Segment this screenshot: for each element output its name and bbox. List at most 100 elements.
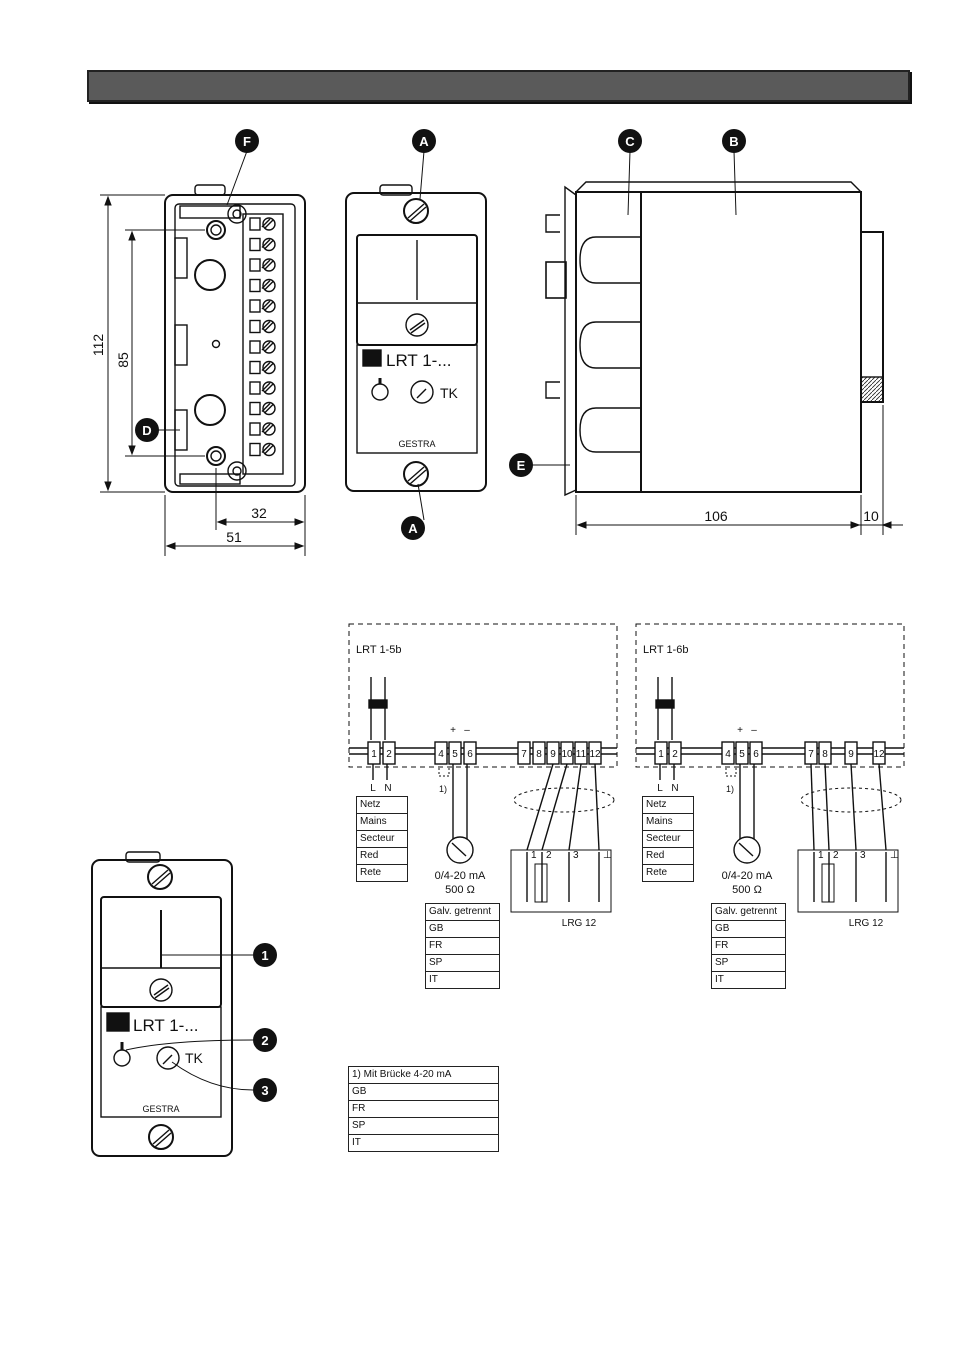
terminal-screw: [262, 422, 276, 436]
mains-table-left: Netz Mains Secteur Red Rete: [356, 796, 408, 882]
meter-label: 0/4-20 mA: [722, 870, 773, 882]
terminal-block: [434, 741, 448, 765]
power-label-n: N: [671, 783, 678, 794]
screw-slot: [264, 281, 274, 290]
meter-resistance: 500 Ω: [732, 884, 762, 896]
svg-text:E: E: [517, 458, 526, 473]
table-cell: Netz: [356, 796, 408, 814]
table-cell: Mains: [642, 813, 694, 831]
terminal-clamp: [249, 319, 261, 334]
screw-slot: [261, 362, 271, 371]
signal-wire: [878, 763, 887, 851]
dial-label: TK: [440, 385, 459, 401]
terminal-number: 4: [438, 749, 444, 760]
table-cell: Rete: [356, 864, 408, 882]
table-cell: FR: [348, 1100, 499, 1118]
terminal-block: [668, 741, 682, 765]
probe-name: LRG 12: [849, 918, 884, 929]
screw-slot: [261, 321, 271, 330]
front-view-numbered: [91, 851, 254, 1157]
table-cell: Secteur: [642, 830, 694, 848]
screw-slot: [261, 341, 271, 351]
svg-text:2: 2: [261, 1033, 268, 1048]
meter-label: 0/4-20 mA: [435, 870, 486, 882]
callout-E: E: [509, 453, 533, 477]
terminal-number: 12: [589, 749, 601, 760]
meter-needle: [451, 842, 467, 857]
probe-pin: 3: [573, 850, 579, 861]
terminal-screw: [262, 217, 276, 231]
signal-wire: [850, 763, 857, 851]
terminal-clamp: [249, 299, 261, 313]
dimension-lines-side: [575, 405, 903, 535]
terminal-screw: [262, 401, 276, 416]
dim-51: 51: [226, 529, 242, 545]
terminal-screw: [262, 381, 276, 395]
device-outline: [348, 623, 618, 768]
screw-slot: [264, 322, 274, 331]
terminal-screw: [262, 340, 276, 354]
table-cell: Netz: [642, 796, 694, 814]
dim-10: 10: [863, 508, 879, 524]
probe-pin: 1: [531, 850, 537, 861]
galv-table-right: Galv. getrennt GB FR SP IT: [711, 903, 786, 989]
probe-pin: 2: [546, 850, 552, 861]
terminal-number: 8: [536, 749, 542, 760]
ptc-sensor: [821, 863, 835, 903]
table-cell: IT: [711, 971, 786, 989]
screw-slot: [264, 383, 274, 393]
svg-text:A: A: [408, 521, 418, 536]
terminal-number: 6: [753, 749, 759, 760]
polarity-plus: +: [737, 725, 743, 736]
terminal-number: 9: [848, 749, 854, 760]
terminal-screw: [262, 278, 276, 293]
model-label: LRT 1-...: [386, 351, 452, 370]
terminal-number: 1: [658, 749, 664, 760]
screw-slot: [261, 259, 271, 269]
table-cell: GB: [711, 920, 786, 938]
callout-3: 3: [253, 1078, 277, 1102]
terminal-block: [532, 741, 546, 765]
dim-106: 106: [704, 508, 728, 524]
screw-slot: [261, 280, 271, 289]
section-header-bar: [87, 70, 910, 102]
terminal-clamp: [249, 340, 261, 354]
terminal-block: [654, 741, 668, 765]
terminal-number: 10: [561, 749, 573, 760]
terminal-number: 12: [873, 749, 885, 760]
polarity-minus: –: [464, 725, 470, 736]
terminal-block: [721, 741, 735, 765]
terminal-number: 7: [521, 749, 527, 760]
brand-label-2: GESTRA: [142, 1104, 179, 1114]
screw-slot: [264, 404, 274, 413]
callout-A-top: A: [412, 129, 436, 153]
meter-resistance: 500 Ω: [445, 884, 475, 896]
callout-D: D: [135, 418, 159, 442]
screw-slot: [264, 219, 274, 229]
terminal-number: 2: [672, 749, 678, 760]
galv-table-left: Galv. getrennt GB FR SP IT: [425, 903, 500, 989]
probe-pin: 3: [860, 850, 866, 861]
callout-A-bottom: A: [401, 516, 425, 540]
note-ref: 1): [726, 784, 734, 794]
terminal-number: 2: [386, 749, 392, 760]
screw-slot: [264, 342, 274, 352]
screw-slot: [261, 218, 271, 228]
back-view: [164, 184, 306, 493]
table-cell: Mains: [356, 813, 408, 831]
cable-sleeve: [655, 699, 675, 709]
front-panel-text: LRT 1-... TK GESTRA LRT 1-... TK GESTRA: [133, 351, 459, 1114]
svg-text:D: D: [142, 423, 151, 438]
terminal-block: [367, 741, 381, 765]
terminal-screw: [262, 360, 276, 375]
signal-wire: [594, 763, 600, 851]
terminal-block: [463, 741, 477, 765]
signal-wire: [810, 763, 815, 851]
polarity-plus: +: [450, 725, 456, 736]
terminal-block: [749, 741, 763, 765]
device-outline: [635, 623, 905, 768]
device-title: LRT 1-6b: [643, 644, 688, 656]
dial-label-2: TK: [185, 1050, 204, 1066]
